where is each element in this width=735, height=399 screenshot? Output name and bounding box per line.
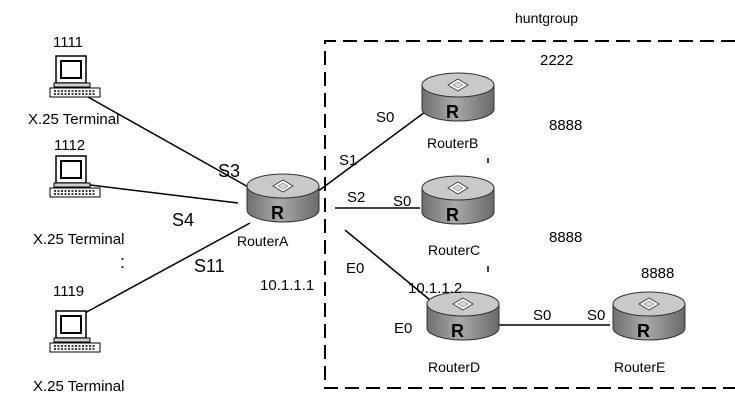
link-terminal2-routera [73, 182, 239, 204]
router-name: RouterD [428, 359, 480, 375]
router-glyph: R [637, 321, 650, 341]
huntgroup-address: 2222 [540, 52, 573, 69]
link-terminal1-routera [71, 87, 251, 189]
ellipsis-dots: : [120, 252, 125, 272]
port-label-s0: S0 [533, 307, 551, 324]
computer-icon [49, 155, 101, 198]
computer-icon [49, 55, 101, 98]
router-c: R RouterC S0 8888 [393, 175, 582, 258]
links [71, 87, 610, 326]
port-label: S0 [376, 109, 394, 126]
port-label: S0 [393, 193, 411, 210]
terminal-2: 1112 X.25 Terminal [33, 137, 124, 248]
huntgroup-label: huntgroup [515, 10, 578, 26]
port-label-e0: E0 [394, 320, 412, 337]
terminal-3: 1119 X.25 Terminal [33, 283, 124, 395]
computer-icon [49, 310, 101, 353]
terminal-label: X.25 Terminal [33, 378, 124, 395]
router-name: RouterB [427, 135, 478, 151]
router-glyph: R [451, 321, 464, 341]
x25-address: 8888 [549, 117, 582, 134]
terminal-address: 1112 [54, 137, 85, 154]
port-label-s3: S3 [218, 161, 240, 181]
router-name: RouterC [428, 242, 480, 258]
router-b: R RouterB S0 8888 [376, 72, 582, 151]
router-d-ip: 10.1.1.2 [408, 280, 462, 297]
router-name: RouterA [237, 233, 289, 249]
terminal-address: 1119 [53, 283, 84, 300]
port-label-s2: S2 [347, 189, 365, 206]
router-e: R RouterE S0 8888 [587, 265, 686, 375]
port-label: S0 [587, 307, 605, 324]
port-label-s11: S11 [194, 256, 225, 276]
link-routera-routerd [344, 229, 431, 301]
router-name: RouterE [614, 359, 665, 375]
port-label-s1: S1 [339, 152, 357, 169]
router-glyph: R [446, 205, 459, 225]
port-label-e0: E0 [346, 260, 364, 277]
port-label-s4: S4 [172, 210, 194, 230]
router-glyph: R [446, 102, 459, 122]
terminal-1: 1111 X.25 Terminal [28, 34, 119, 128]
router-glyph: R [271, 203, 284, 223]
router-d: R RouterD E0 S0 10.1.1.2 [394, 280, 551, 375]
x25-address: 8888 [641, 265, 674, 282]
router-a: R RouterA [237, 173, 320, 249]
terminal-label: X.25 Terminal [33, 231, 124, 248]
x25-address: 8888 [549, 229, 582, 246]
terminal-address: 1111 [53, 34, 83, 51]
router-a-ip: 10.1.1.1 [260, 277, 314, 294]
terminal-label: X.25 Terminal [28, 111, 119, 128]
link-terminal3-routera [71, 222, 251, 321]
link-routera-routerb [316, 111, 426, 193]
